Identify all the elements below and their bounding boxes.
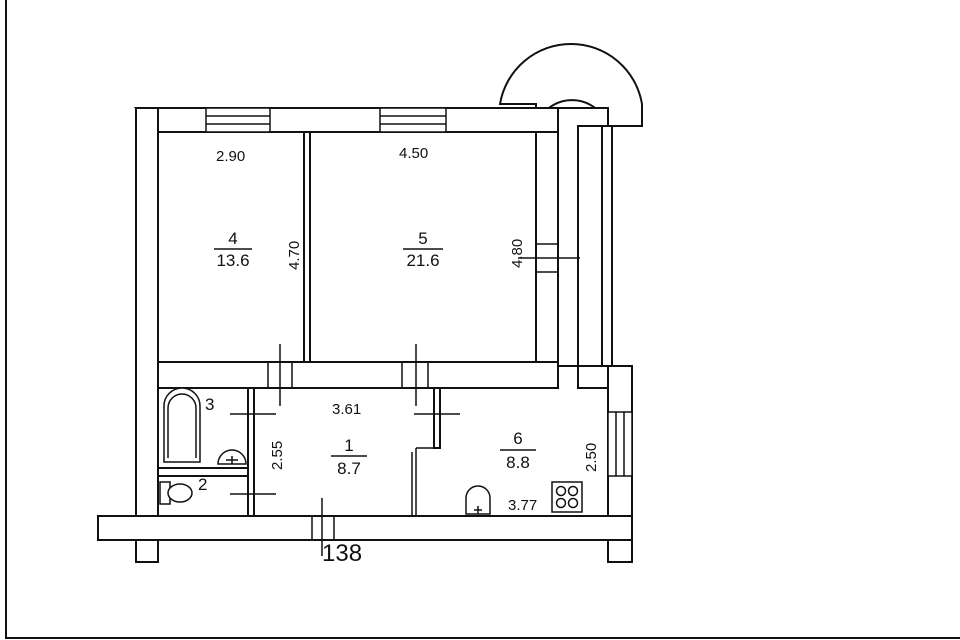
washbasin — [217, 449, 247, 465]
room-1-area: 8.7 — [337, 459, 361, 478]
room-2-number: 2 — [198, 475, 207, 494]
stove — [551, 481, 583, 513]
door-openings — [230, 243, 580, 556]
room-1-length: 2.55 — [269, 441, 286, 470]
window-room-6 — [607, 411, 633, 477]
room-5-length: 4.80 — [509, 239, 526, 268]
windows — [205, 107, 633, 477]
room-5-width: 4.50 — [399, 145, 428, 162]
room-3-number: 3 — [205, 395, 214, 414]
room-6-number: 6 — [513, 429, 522, 448]
room-1-number: 1 — [344, 436, 353, 455]
room-4-length: 4.70 — [286, 241, 303, 270]
window-room-5 — [379, 107, 447, 133]
toilet — [159, 481, 193, 505]
room-5-area: 21.6 — [406, 251, 439, 270]
page-border — [5, 0, 960, 639]
kitchen-sink — [465, 485, 491, 515]
room-4-width: 2.90 — [216, 148, 245, 165]
room-4-area: 13.6 — [216, 251, 249, 270]
window-room-4 — [205, 107, 271, 133]
room-6-width: 3.77 — [508, 497, 537, 514]
room-6-area: 8.8 — [506, 453, 530, 472]
bathtub — [163, 387, 201, 463]
room-1-width: 3.61 — [332, 401, 361, 418]
room-4-number: 4 — [228, 229, 237, 248]
building-number: 138 — [322, 540, 362, 567]
balcony-arc — [498, 43, 643, 127]
room-5-number: 5 — [418, 229, 427, 248]
room-6-length: 2.50 — [583, 443, 600, 472]
